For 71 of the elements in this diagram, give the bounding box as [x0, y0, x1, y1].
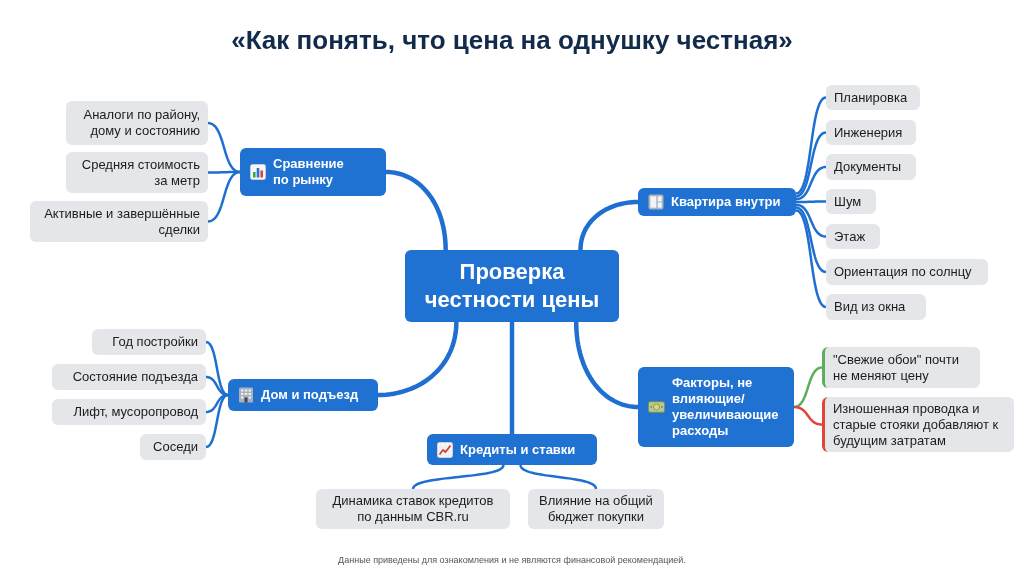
topic-label: Кредиты и ставки: [460, 441, 576, 458]
topic-box: [638, 188, 796, 216]
subtopic-label: Средняя стоимость за метр: [80, 156, 200, 189]
branch-line: [411, 464, 505, 490]
branch-line: [205, 375, 229, 397]
subtopic-box: [140, 434, 206, 460]
subtopic-box: [822, 397, 1014, 452]
subtopic-box: [826, 259, 988, 285]
branch-line: [795, 165, 827, 201]
central-topic-box: [405, 250, 619, 322]
branch-line: [795, 206, 827, 274]
subtopic-label: Соседи: [153, 439, 198, 455]
subtopic-box: [826, 154, 916, 180]
branch-line: [795, 209, 827, 309]
subtopic-label: Вид из окна: [834, 299, 906, 315]
subtopic-label: Влияние на общий бюджет покупки: [538, 493, 654, 525]
subtopic-label: Состояние подъезда: [72, 369, 198, 385]
subtopic-label: Шум: [834, 193, 862, 210]
subtopic-box: [826, 120, 916, 145]
subtopic-box: [826, 189, 876, 214]
topic-box: [240, 148, 386, 196]
subtopic-box: [822, 347, 980, 388]
subtopic-label: Инженерия: [834, 124, 903, 141]
branch-line: [793, 405, 823, 426]
branch-line: [207, 121, 241, 174]
subtopic-box: [826, 294, 926, 320]
subtopic-box: [826, 224, 880, 249]
branch-line: [519, 464, 598, 490]
subtopic-box: [66, 101, 208, 145]
topic-label: Факторы, не влияющие/ увеличивающие расходы: [672, 375, 780, 439]
branch-line: [578, 199, 639, 251]
branch-line: [385, 169, 448, 251]
branch-line: [509, 322, 515, 434]
topic-box: [638, 367, 794, 447]
topic-label: Сравнение по рынку: [273, 156, 345, 188]
topic-label: Квартира внутри: [671, 194, 781, 210]
topic-box: [427, 434, 597, 465]
branch-line: [205, 340, 229, 397]
central-topic-text: Проверка честности цены: [423, 258, 601, 314]
topic-box: [228, 379, 378, 411]
branch-line: [795, 131, 827, 198]
subtopic-box: [30, 201, 208, 242]
branch-line: [795, 96, 827, 195]
branch-line: [796, 200, 826, 204]
subtopic-label: Активные и завершённые сделки: [43, 205, 200, 238]
subtopic-label: Лифт, мусоропровод: [73, 404, 198, 420]
subtopic-label: Этаж: [834, 228, 866, 245]
footnote: Данные приведены для ознакомления и не являются финансовой рекомендацией.: [338, 555, 686, 566]
subtopic-box: [826, 85, 920, 110]
branch-line: [377, 321, 459, 398]
subtopic-box: [52, 364, 206, 390]
subtopic-box: [92, 329, 206, 355]
diagram-title: «Как понять, что цена на однушку честная»: [231, 24, 793, 56]
subtopic-label: Изношенная проводка и старые стояки добавляют к будущим затратам: [833, 400, 1000, 449]
subtopic-box: [66, 152, 208, 193]
subtopic-label: "Свежие обои" почти не меняют цену: [833, 351, 960, 384]
subtopic-label: Динамика ставок кредитов по данным CBR.ru: [331, 493, 495, 525]
subtopic-label: Год постройки: [112, 334, 198, 350]
subtopic-label: Планировка: [834, 89, 908, 106]
subtopic-box: [528, 489, 664, 529]
branch-line: [207, 170, 241, 223]
subtopic-label: Документы: [834, 159, 901, 175]
branch-line: [573, 321, 639, 410]
subtopic-box: [52, 399, 206, 425]
branch-line: [793, 366, 823, 409]
subtopic-label: Аналоги по району, дому и состоянию: [82, 107, 200, 139]
topic-label: Дом и подъезд: [261, 387, 359, 403]
subtopic-box: [316, 489, 510, 529]
branch-line: [205, 393, 229, 449]
branch-line: [795, 203, 827, 238]
subtopic-label: Ориентация по солнцу: [834, 264, 972, 280]
